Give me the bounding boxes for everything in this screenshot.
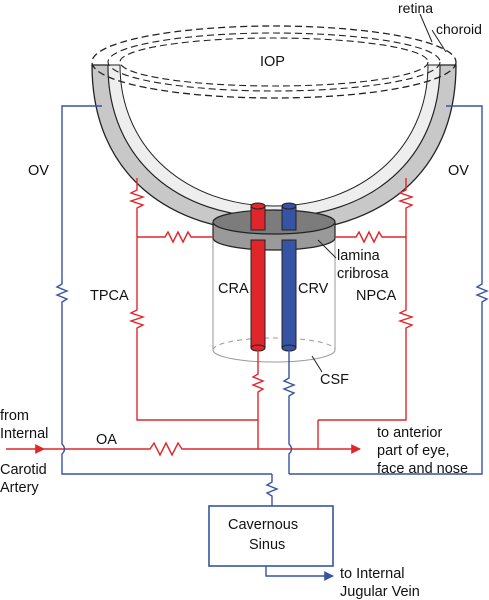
sinus-label-1: Cavernous — [228, 517, 298, 533]
choroid-label: choroid — [436, 21, 482, 37]
retina-layer — [107, 64, 441, 218]
choroid-leader — [431, 29, 447, 53]
npca-right-branch — [318, 178, 415, 421]
cra-vessel — [250, 239, 266, 349]
optic-nerve — [212, 238, 336, 373]
globe-rim-inner — [119, 37, 429, 87]
from-label-3: Carotid — [0, 462, 47, 478]
to-anterior-label-1: to anterior — [377, 425, 442, 441]
crv-drain — [282, 350, 296, 474]
jugular-outflow — [265, 566, 334, 581]
lamina-cribrosa — [212, 209, 337, 259]
tpca-left-branch — [128, 178, 258, 421]
ov-right — [289, 105, 489, 475]
lamina-leader — [317, 239, 337, 259]
oa-label: OA — [96, 432, 117, 448]
crv-vessel — [281, 239, 297, 349]
retina-leader — [419, 13, 433, 43]
retina-label: retina — [398, 0, 433, 16]
jugular-label-2: Jugular Vein — [340, 584, 420, 600]
crv-label: CRV — [298, 281, 329, 297]
sinus-label-2: Sinus — [249, 537, 285, 553]
from-label-1: from — [0, 408, 29, 424]
to-anterior-label-2: part of eye, — [377, 443, 450, 459]
ov-right-label: OV — [448, 163, 469, 179]
to-anterior-label-3: face and nose — [377, 461, 468, 477]
from-label-4: Artery — [0, 480, 39, 496]
lamina-label-2: cribrosa — [337, 266, 390, 282]
globe-rim-mid — [107, 32, 441, 92]
sinus-feed — [265, 474, 279, 506]
right-lamina-branch — [335, 230, 406, 244]
lamina-label-1: lamina — [337, 248, 381, 264]
ov-left — [55, 105, 272, 475]
npca-label: NPCA — [356, 288, 397, 304]
globe-rim-outer — [91, 25, 457, 99]
eye-globe — [91, 13, 457, 233]
csf-leader — [311, 355, 323, 373]
from-label-2: Internal — [0, 426, 48, 442]
jugular-label-1: to Internal — [340, 566, 405, 582]
csf-label: CSF — [320, 372, 349, 388]
central-vessels — [250, 202, 297, 352]
ov-left-label: OV — [28, 163, 49, 179]
venous-network — [55, 105, 489, 581]
oa-line — [44, 441, 361, 457]
iop-label: IOP — [260, 54, 285, 70]
tpca-label: TPCA — [90, 288, 129, 304]
arterial-network — [6, 178, 415, 457]
cavernous-sinus-box — [208, 505, 334, 567]
left-lamina-branch — [137, 230, 213, 244]
cra-feed — [251, 350, 265, 420]
cra-label: CRA — [218, 281, 249, 297]
